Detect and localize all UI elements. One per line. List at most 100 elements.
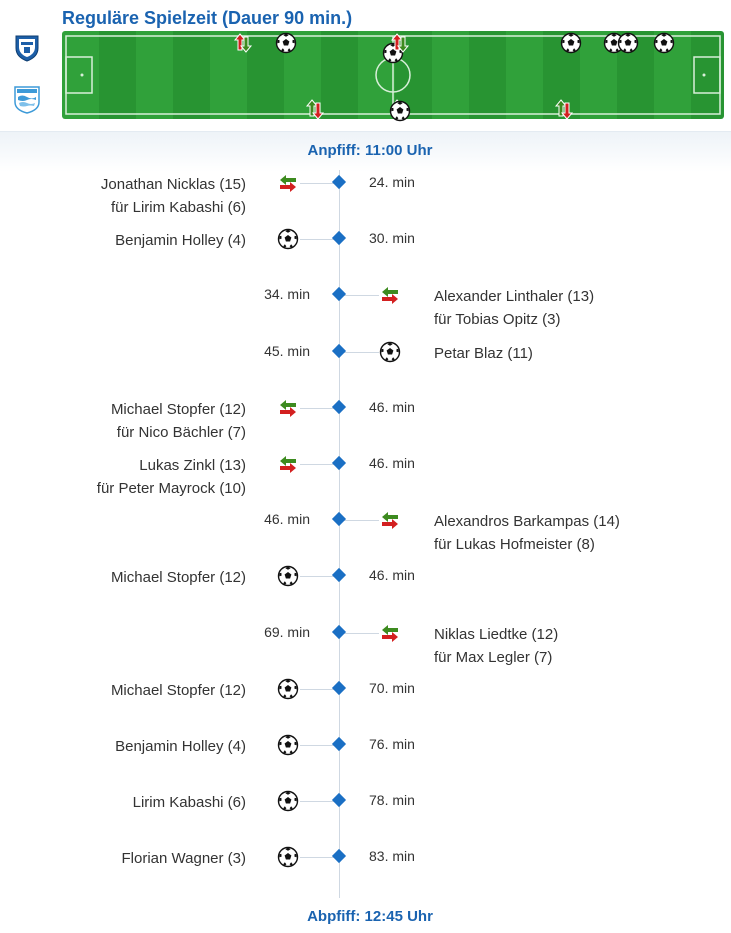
soccer-ball-icon [277, 846, 299, 868]
event-player-name[interactable]: Lukas Zinkl (13) [139, 457, 246, 474]
event-substituted-player[interactable]: für Max Legler (7) [434, 648, 553, 666]
event-connector-line [300, 576, 339, 578]
event-player-info: Jonathan Nicklas (15) für Lirim Kabashi (… [101, 173, 246, 219]
event-minute: 24. min [369, 174, 415, 190]
timeline-event: 30. min Benjamin Holley (4) [0, 228, 731, 289]
event-minute: 46. min [264, 511, 310, 528]
match-header: Reguläre Spielzeit (Dauer 90 min.) [0, 0, 731, 132]
event-substituted-player[interactable]: für Lukas Hofmeister (8) [434, 536, 595, 554]
timeline-event: 78. min Lirim Kabashi (6) [0, 790, 731, 851]
pitch-goal-30-soccer-ball-icon[interactable] [275, 32, 297, 54]
soccer-ball-icon [379, 341, 401, 363]
event-connector-line [300, 801, 339, 803]
pitch-goal-46-soccer-ball-icon[interactable] [389, 100, 411, 122]
event-player-name[interactable]: Alexander Linthaler (13) [434, 288, 595, 306]
event-connector-line [340, 520, 379, 522]
soccer-ball-icon [277, 790, 299, 812]
event-player-info: Petar Blaz (11) [434, 342, 533, 365]
away-team-logo-icon[interactable] [12, 84, 42, 114]
event-minute: 30. min [369, 230, 415, 247]
event-connector-line [300, 745, 339, 746]
timeline-event: 46. min Michael Stopfer (12) für Nico Bäch… [0, 399, 731, 458]
timeline-event: 69. min Niklas Liedtke (12) für Max Legler… [0, 624, 731, 683]
timeline-axis [339, 170, 340, 898]
event-minute: 46. min [369, 455, 415, 471]
timeline-event: 83. min Florian Wagner (3) [0, 847, 731, 907]
pitch-substitution-46-icon[interactable] [389, 32, 411, 54]
event-player-name[interactable]: Michael Stopfer (12) [110, 569, 246, 587]
pitch-goal-78-soccer-ball-icon[interactable] [617, 32, 639, 54]
event-player-name[interactable]: Alexandros Barkampas (14) [434, 513, 620, 531]
pitch-goal-83-soccer-ball-icon[interactable] [653, 32, 675, 54]
event-minute: 76. min [369, 736, 415, 752]
event-player-name[interactable]: Florian Wagner (3) [121, 850, 246, 868]
substitution-icon [379, 622, 401, 644]
event-minute: 83. min [369, 848, 415, 865]
event-minute: 45. min [264, 342, 310, 359]
event-connector-line [300, 407, 339, 409]
soccer-ball-icon [277, 228, 299, 250]
event-connector-line [300, 688, 339, 690]
pitch-overview [62, 31, 724, 122]
substitution-icon [379, 509, 401, 531]
soccer-ball-icon [277, 678, 299, 700]
final-whistle-time: Abpfiff: 12:45 Uhr [307, 908, 433, 925]
timeline-event: 46. min Michael Stopfer (12) [0, 566, 731, 626]
event-minute: 46. min [369, 398, 415, 415]
soccer-ball-icon [277, 734, 299, 756]
event-substituted-player[interactable]: für Peter Mayrock (10) [96, 480, 246, 497]
event-connector-line [340, 632, 379, 634]
home-team-logo-icon[interactable] [12, 32, 42, 62]
event-player-info: Michael Stopfer (12) für Nico Bächler (7) [111, 398, 246, 444]
event-player-info: Alexander Linthaler (13) für Tobias Opitz… [434, 285, 594, 331]
event-connector-line [300, 239, 339, 241]
event-substituted-player[interactable]: für Tobias Opitz (3) [434, 311, 561, 329]
pitch-goal-70-soccer-ball-icon[interactable] [560, 32, 582, 54]
soccer-ball-icon [277, 565, 299, 587]
event-minute: 46. min [369, 567, 415, 584]
event-player-name[interactable]: Lirim Kabashi (6) [132, 794, 246, 812]
pitch-substitution-69-icon[interactable] [553, 98, 575, 120]
timeline-event: 34. min Alexander Linthaler (13) für Tobia… [0, 286, 731, 345]
substitution-icon [277, 397, 299, 419]
pitch-substitution-34-icon[interactable] [304, 98, 326, 120]
timeline-event: 46. min Lukas Zinkl (13) für Peter Mayrock… [0, 455, 731, 514]
event-player-name[interactable]: Jonathan Nicklas (15) [100, 176, 246, 193]
timeline-event: 76. min Benjamin Holley (4) [0, 734, 731, 795]
event-player-name[interactable]: Niklas Liedtke (12) [434, 625, 559, 643]
event-substituted-player[interactable]: für Nico Bächler (7) [116, 423, 246, 441]
event-connector-line [340, 295, 379, 297]
event-minute: 78. min [369, 792, 415, 809]
substitution-icon [277, 453, 299, 475]
event-player-info: Lukas Zinkl (13) für Peter Mayrock (10) [97, 454, 246, 500]
event-player-info: Benjamin Holley (4) [115, 229, 246, 252]
event-connector-line [300, 183, 339, 184]
timeline-event: 45. min Petar Blaz (11) [0, 341, 731, 402]
event-player-info: Michael Stopfer (12) [111, 566, 246, 589]
pitch-substitution-24-icon[interactable] [232, 32, 254, 54]
substitution-icon [379, 284, 401, 306]
event-player-info: Alexandros Barkampas (14) für Lukas Hofme… [434, 510, 620, 556]
substitution-icon [277, 172, 299, 194]
event-minute: 69. min [264, 623, 310, 640]
kickoff-time: Anpfiff: 11:00 Uhr [307, 142, 433, 159]
event-player-info: Benjamin Holley (4) [115, 735, 246, 758]
event-player-info: Lirim Kabashi (6) [133, 791, 246, 814]
event-player-name[interactable]: Michael Stopfer (12) [110, 681, 246, 699]
event-minute: 70. min [369, 679, 415, 696]
event-connector-line [300, 857, 339, 859]
event-substituted-player[interactable]: für Lirim Kabashi (6) [110, 199, 246, 216]
event-player-name[interactable]: Benjamin Holley (4) [115, 232, 246, 250]
event-player-name[interactable]: Benjamin Holley (4) [115, 738, 246, 755]
event-minute: 34. min [264, 286, 310, 303]
event-player-info: Michael Stopfer (12) [111, 679, 246, 702]
timeline-event: 70. min Michael Stopfer (12) [0, 678, 731, 739]
timeline-event: 24. min Jonathan Nicklas (15) für Lirim Ka… [0, 174, 731, 233]
timeline-event: 46. min Alexandros Barkampas (14) für Luka… [0, 511, 731, 570]
timeline-background [0, 132, 731, 933]
event-player-info: Niklas Liedtke (12) für Max Legler (7) [434, 623, 558, 669]
event-connector-line [300, 464, 339, 465]
event-connector-line [340, 351, 379, 353]
event-player-name[interactable]: Michael Stopfer (12) [110, 400, 246, 418]
event-player-name[interactable]: Petar Blaz (11) [434, 344, 533, 362]
